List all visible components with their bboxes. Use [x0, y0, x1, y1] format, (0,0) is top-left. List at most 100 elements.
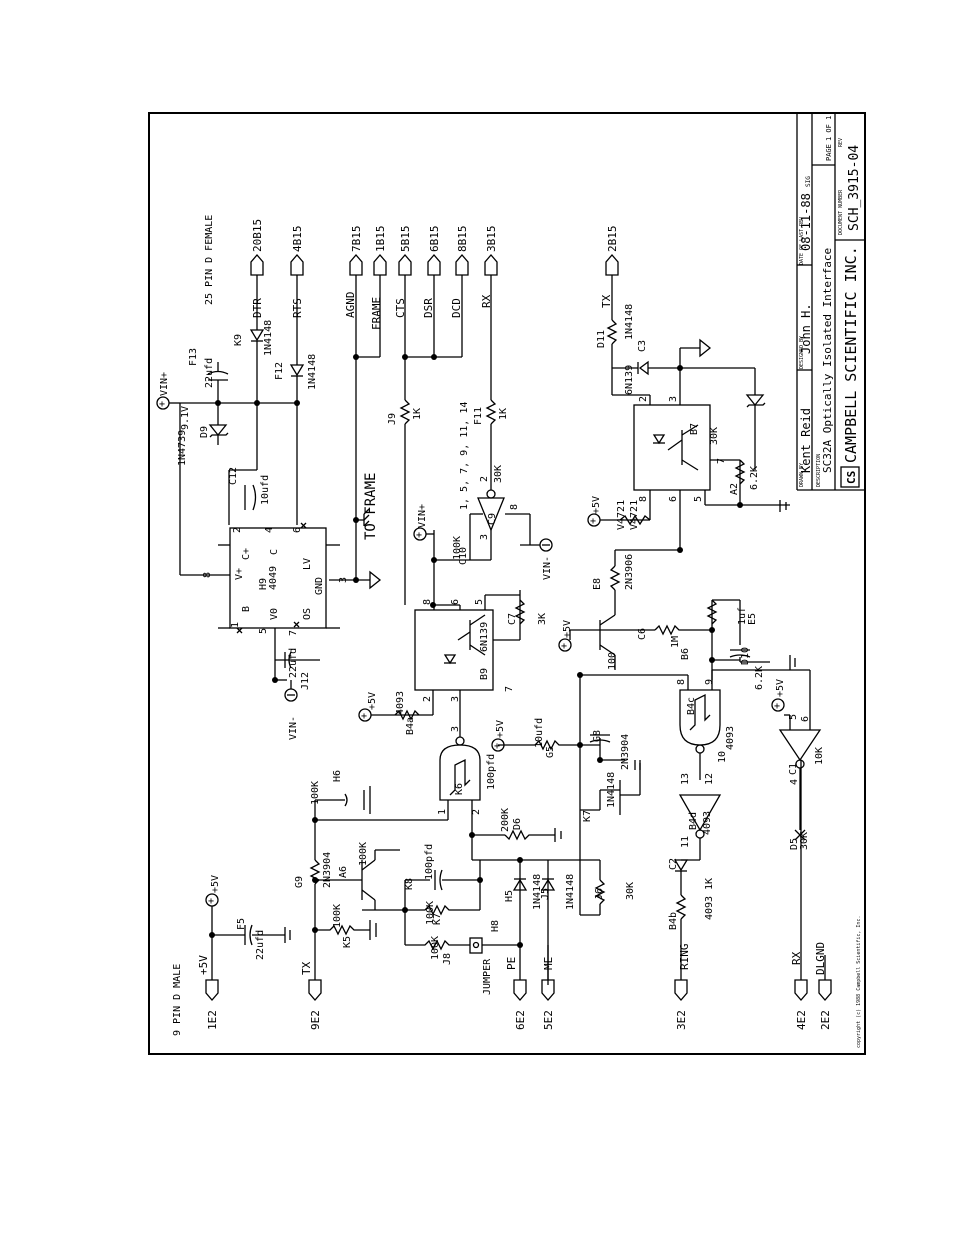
b7-ref: A2 [729, 483, 740, 495]
b4-pin-2: 2 [471, 809, 482, 815]
b9-pin-2: 2 [422, 696, 433, 702]
vin-plus-symbol: + VIN+ [156, 372, 180, 410]
f5-ref: F5 [236, 918, 247, 930]
document-number-value: SCH_3915-04 [847, 145, 862, 231]
db25-title: 25 PIN D FEMALE [204, 215, 215, 305]
pin-1e2: 1E2 [206, 1010, 219, 1030]
g9-ref: A6 [338, 866, 349, 878]
k9-value: 1N4148 [263, 320, 274, 356]
pin-5b15: 5B15 [399, 226, 412, 253]
c3-pin-5: 5 [693, 496, 704, 502]
plus5v-e8: + +5V [558, 620, 573, 652]
b4-pin-5: 5 [788, 714, 799, 720]
svg-text:+: + [494, 741, 500, 752]
b10-num-3: 3 [338, 577, 349, 583]
a6-ref: D6 [512, 818, 523, 830]
pin-7b15: 7B15 [350, 226, 363, 253]
j6-ref: J6 [594, 888, 605, 900]
a6-value: 200K [500, 808, 511, 832]
net-cts: CTS [394, 298, 407, 318]
b4-nand-gate [315, 735, 520, 861]
plus5v-e8-label: +5V [562, 620, 573, 638]
net-ring: RING [678, 944, 691, 971]
to-frame-label: TO FRAME [363, 473, 379, 540]
b7-value: 6.2K [749, 466, 760, 490]
j12-value: 22ufd [288, 648, 299, 678]
b4c-ref: B4d [688, 812, 699, 830]
jumper-label: JUMPER [482, 958, 493, 995]
plus5v-middle: + +5V [491, 720, 506, 752]
c10-value: 3K [537, 613, 548, 625]
d6-ref: G5 [545, 746, 556, 758]
pin-4b15: 4B15 [291, 226, 304, 253]
net-agnd: AGND [344, 292, 357, 319]
a2-value: V4721 [616, 500, 627, 530]
d6-value: 10ufd [534, 718, 545, 748]
svg-text:+: + [590, 516, 596, 527]
a2-ref: V4721 [629, 500, 640, 530]
b10-pin-v-plus: V+ [234, 568, 245, 580]
h9-inverter [404, 475, 540, 606]
net-me: ME [542, 957, 555, 970]
plus5v-lower: + +5V [771, 679, 790, 716]
b4-pin-10: 10 [717, 751, 728, 763]
h9-pin-2: 2 [479, 476, 490, 482]
k9-ref: K9 [233, 334, 244, 346]
k7-value: 100K [425, 901, 436, 925]
j8-ref: J8 [442, 953, 453, 965]
right-network [570, 275, 796, 680]
db9-connector: 9 PIN D MALE 1E2 9E [172, 760, 832, 1036]
svg-text:+: + [774, 701, 780, 712]
vin-minus-label: VIN- [288, 716, 299, 740]
pin-6b15: 6B15 [428, 226, 441, 253]
g8-placeholder: K7 [582, 810, 593, 822]
g5-ref: G8 [592, 730, 603, 742]
c3-pin-6: 6 [668, 496, 679, 502]
b4c-value: 4093 [702, 811, 713, 835]
page-value: 1 OF 1 [825, 116, 833, 141]
c3-value: 30K [709, 427, 720, 445]
c6-value: 1M [670, 636, 681, 648]
d9-ref: D9 [199, 426, 210, 438]
k6-ref: H6 [332, 770, 343, 782]
d10-ref: D11 [596, 330, 607, 348]
svg-text:+: + [416, 530, 422, 541]
k8-ref: K8 [404, 878, 415, 890]
b9-pin-3: 3 [450, 696, 461, 702]
d11-ref: C3 [637, 340, 648, 352]
b10-pin-c: C [269, 549, 280, 555]
c1-ref: D5 [789, 838, 800, 850]
sig-label: SIG [805, 176, 812, 187]
plus5v-middle-label: +5V [495, 720, 506, 738]
c7-value: 4093 [395, 691, 406, 715]
d5-value: 2N3906 [624, 554, 635, 590]
b9-labels: B9 6N139 2 3 7 8 6 5 C10 100K C7 3K B4a … [395, 536, 548, 735]
b4d-ref: C1 [788, 763, 799, 775]
c3-ref: B7 [689, 423, 700, 435]
b4-pin-4: 4 [789, 779, 800, 785]
vin-minus-h9: VIN- [539, 538, 553, 580]
c3-pin-8: 8 [638, 496, 649, 502]
vin-minus-h9-label: VIN- [542, 556, 553, 580]
rev-label: REV [838, 138, 844, 147]
f12-value: 1N4148 [307, 354, 318, 390]
pin-6e2: 6E2 [514, 1010, 527, 1030]
svg-text:+: + [208, 896, 214, 907]
top-component-labels: K9 1N4148 F12 1N4148 F13 22ufd D9 1N4739… [177, 320, 509, 690]
b10-num-8: 8 [202, 572, 213, 578]
j5-value: 1N4148 [565, 874, 576, 910]
c3-pin-7: 7 [716, 458, 727, 464]
document-number-label: DOCUMENT NUMBER [838, 189, 844, 235]
plus5v-lower-label: +5V [775, 679, 786, 697]
b10-value: 4049 [268, 566, 279, 590]
h9-labels: 1, 5, 7, 9, 11, 14 C9 30K 3 2 8 [459, 402, 520, 540]
plus5v-b9: + +5V [358, 692, 395, 722]
title-block: DRAWN BY Kent Reid DESIGNED BY John H. D… [796, 113, 865, 491]
company-name: CAMPBELL SCIENTIFIC INC. [842, 246, 860, 463]
f5-value: 22ufd [255, 930, 266, 960]
j9-value: 1K [412, 408, 423, 420]
db9-title: 9 PIN D MALE [172, 964, 183, 1036]
b6-value: 1uf [737, 607, 748, 625]
k8-value: 100pfd [424, 844, 435, 880]
b4-pin-9: 9 [704, 679, 715, 685]
